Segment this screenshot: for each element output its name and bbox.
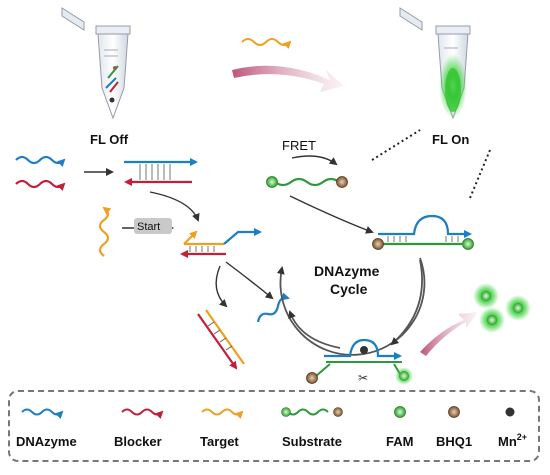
legend-mn-label: Mn2+ [498,432,527,449]
legend-mn-icon [505,407,515,417]
legend-blocker-label: Blocker [114,434,162,449]
legend-mn-superscript: 2+ [517,432,527,442]
dnazyme-substrate-complex [372,214,474,250]
arrow-duplex-to-complex [149,191,200,222]
legend-target-line [201,408,244,420]
substrate-fret [266,176,348,188]
tube-fl-off [61,7,131,120]
legend-glyphs [21,406,515,420]
released-fam-glow [473,283,531,333]
fl-on-label: FL On [432,132,469,147]
legend-dnazyme-line [21,408,64,420]
cycle-label-line2: Cycle [330,281,368,297]
legend-mn-base: Mn [498,434,517,449]
target-blocker-complex [180,228,262,258]
dotted-line-1 [371,129,421,161]
cycle-arc-right [390,259,423,346]
cycle-arc [276,257,426,356]
start-badge [134,218,172,234]
legend-blocker-line [121,408,164,420]
tube-fl-on [399,7,471,120]
legend-fam-label: FAM [386,434,413,449]
cycle-label-line1: DNAzyme [314,263,380,279]
legend-bhq1-icon [448,406,460,418]
legend-bhq1-label: BHQ1 [436,434,472,449]
arrow-substrate-to-bound [289,195,374,234]
legend-dnazyme-label: DNAzyme [16,434,77,449]
cleavage-complex [306,338,413,385]
dnazyme-strand [15,155,66,168]
target-blocker-duplex-released [197,309,245,370]
pink-arrow-fam [420,312,478,356]
target-strand-left [98,206,112,257]
dnazyme-blocker-duplex [124,158,198,186]
legend-target-label: Target [200,434,239,449]
legend-fam-icon [394,406,406,418]
start-label: Start [137,221,160,233]
dotted-line-2 [469,149,491,199]
scissors-icon: ✂ [358,371,368,385]
target-strand-top [241,38,292,50]
cycle-arc-bottom [288,310,341,349]
arrow-fret [291,155,338,166]
fl-off-label: FL Off [90,132,129,147]
arrow-to-released-duplex [215,265,228,308]
fret-label: FRET [282,138,316,153]
pink-arrow-top [232,65,344,92]
legend-substrate-label: Substrate [282,434,342,449]
arrow-to-free-dnazyme [225,261,274,300]
legend-box [8,390,540,462]
blocker-strand [15,179,66,192]
legend-substrate-line [281,407,343,417]
